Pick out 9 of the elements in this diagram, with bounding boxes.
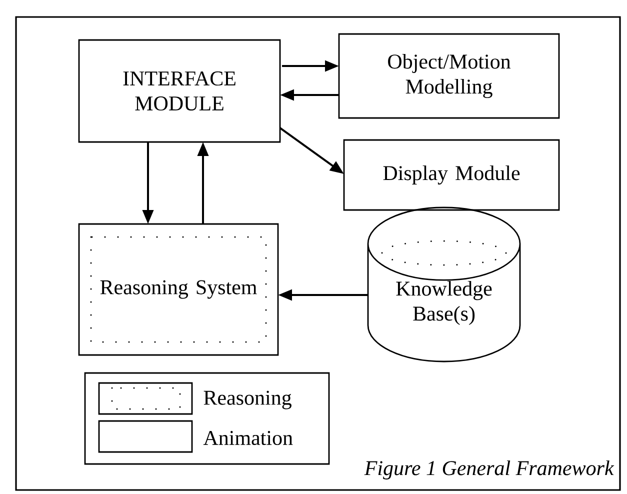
legend-label: Reasoning xyxy=(204,390,292,410)
module-box: INTERFACE MODULE xyxy=(78,39,281,143)
module-box: Object/Motion Modelling xyxy=(338,33,560,119)
node-label: Knowledge Base(s) xyxy=(396,280,492,326)
database-cylinder: Knowledge Base(s) xyxy=(367,206,521,362)
reasoning-box: Reasoning System xyxy=(78,223,279,356)
module-box: Display Module xyxy=(343,139,560,211)
legend-label: Animation xyxy=(203,430,293,446)
caption: Figure 1 General Framework xyxy=(364,460,614,480)
